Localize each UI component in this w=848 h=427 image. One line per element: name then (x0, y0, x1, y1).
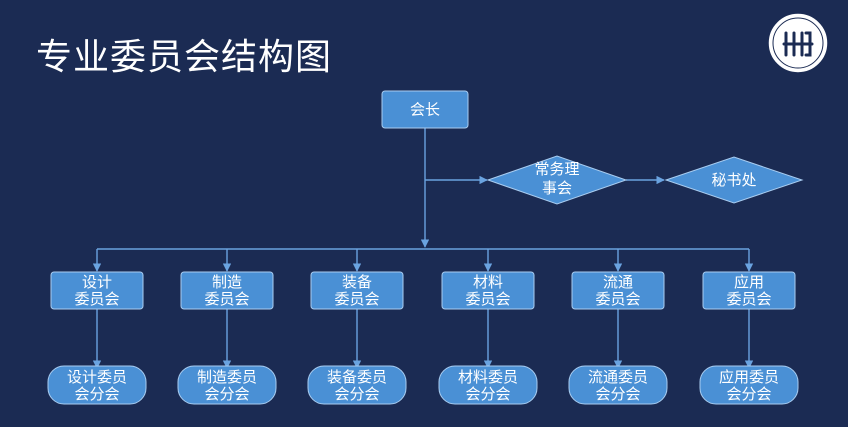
sub-committee-label: 制造委员 (197, 368, 257, 386)
secretariat-node: 秘书处 (664, 156, 804, 204)
committee-label: 委员会 (334, 290, 379, 308)
committee-label: 委员会 (595, 290, 640, 308)
committee-label: 委员会 (204, 290, 249, 308)
committee-label: 制造 (212, 273, 242, 291)
sub-committee-label: 会分会 (334, 385, 379, 403)
sub-committee-label: 设计委员 (67, 368, 127, 386)
committee-label: 委员会 (726, 290, 771, 308)
sub-committee-label: 会分会 (204, 385, 249, 403)
sub-committee-label: 会分会 (595, 385, 640, 403)
secretariat-label: 秘书处 (711, 171, 756, 189)
sub-committee-label: 应用委员 (719, 368, 779, 386)
committee-label: 材料 (473, 273, 503, 291)
page-title: 专业委员会结构图 (36, 37, 333, 78)
committee-label: 委员会 (465, 290, 510, 308)
president-node: 会长 (381, 90, 469, 129)
sub-committee-label: 会分会 (465, 385, 510, 403)
committee-label: 委员会 (74, 290, 119, 308)
sub-committee-label: 会分会 (74, 385, 119, 403)
committee-label: 流通 (603, 273, 633, 291)
executive-council-node: 常务理 事会 (486, 155, 628, 205)
sub-committee-label: 流通委员 (588, 368, 648, 386)
sub-committee-label: 会分会 (726, 385, 771, 403)
committee-label: 设计 (82, 273, 112, 291)
sub-committee-label: 装备委员 (327, 368, 387, 386)
org-seal-icon (767, 12, 829, 74)
sub-committee-label: 材料委员 (458, 368, 518, 386)
president-label: 会长 (410, 101, 440, 119)
committee-label: 装备 (342, 273, 372, 291)
executive-council-label-line1: 常务理 (534, 160, 579, 178)
committee-label: 应用 (734, 273, 764, 291)
executive-council-label-line2: 事会 (542, 179, 572, 197)
